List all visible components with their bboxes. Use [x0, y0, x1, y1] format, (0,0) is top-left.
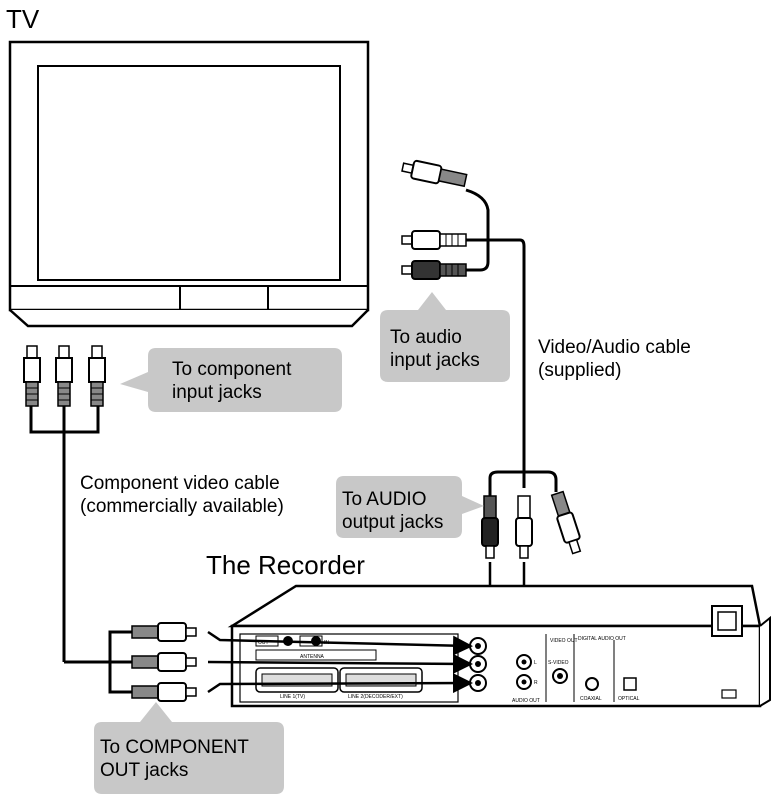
component-cable-label: Component video cable (commercially avai… — [80, 472, 284, 518]
av-plug-white-down — [515, 495, 533, 559]
callout-audio-output-line2: output jacks — [342, 512, 444, 533]
callout-component-input — [120, 348, 342, 412]
coaxial-jack — [585, 677, 599, 691]
callout-component-out-line2: OUT jacks — [100, 760, 189, 781]
panel-line2: LINE 2(DECODER/EXT) — [348, 694, 403, 700]
tv-title: TV — [6, 4, 40, 34]
panel-audio-l: L — [534, 660, 537, 666]
callout-audio-input-line1: To audio — [390, 327, 462, 348]
component-plug-rec-mid — [131, 652, 197, 672]
av-plug-video-top — [401, 159, 468, 188]
panel-antenna: ANTENNA — [300, 654, 325, 660]
tv-screen — [37, 65, 341, 281]
tv-set — [8, 40, 370, 328]
component-plug-right — [88, 345, 106, 407]
panel-s-video: S-VIDEO — [548, 660, 569, 666]
component-cable-label-line1: Component video cable — [80, 473, 280, 494]
component-plug-rec-bottom — [131, 682, 197, 702]
component-cable-recorder-end — [64, 622, 473, 702]
av-cable-label-line2: (supplied) — [538, 360, 622, 381]
panel-optical: OPTICAL — [618, 696, 640, 702]
av-plug-white — [401, 230, 467, 250]
callout-component-out — [94, 702, 284, 794]
panel-coaxial: COAXIAL — [580, 696, 602, 702]
component-plug-rec-top — [131, 622, 197, 642]
callout-audio-output-line1: To AUDIO — [342, 489, 427, 510]
panel-ant-out: OUT — [258, 640, 269, 646]
optical-jack — [623, 677, 637, 691]
av-cable-label-line1: Video/Audio cable — [538, 337, 691, 358]
power-inlet — [711, 605, 743, 637]
av-cable-label: Video/Audio cable (supplied) — [538, 336, 691, 382]
av-plug-black-down — [481, 495, 499, 559]
callout-component-input-line1: To component — [172, 359, 292, 380]
panel-audio-out: AUDIO OUT — [512, 698, 540, 704]
av-cable-white-wire — [466, 238, 526, 488]
component-plug-left — [23, 345, 41, 407]
tv-base — [9, 309, 369, 328]
panel-audio-r: R — [534, 680, 538, 686]
callout-component-input-text: To component input jacks — [172, 358, 291, 404]
av-plug-red — [401, 260, 467, 280]
panel-video-out: VIDEO OUT — [550, 638, 578, 644]
panel-line1: LINE 1(TV) — [280, 694, 305, 700]
callout-audio-output-text: To AUDIO output jacks — [342, 488, 443, 534]
recorder-title: The Recorder — [206, 550, 365, 580]
component-plug-middle — [55, 345, 73, 407]
callout-component-out-text: To COMPONENT OUT jacks — [100, 736, 249, 782]
component-cable-label-line2: (commercially available) — [80, 496, 284, 517]
callout-audio-output — [336, 476, 484, 538]
callout-audio-input-line2: input jacks — [390, 350, 480, 371]
recorder-unit: OUT IN ANTENNA LINE 1(TV) LINE 2(DECODER… — [227, 584, 771, 708]
recorder-top — [227, 584, 762, 628]
av-cable-tv-end — [401, 159, 526, 488]
panel-digital-audio-out: DIGITAL AUDIO OUT — [578, 636, 626, 642]
callout-component-out-line1: To COMPONENT — [100, 737, 249, 758]
callout-audio-input — [380, 292, 510, 382]
av-plug-video-slanted — [550, 490, 582, 555]
component-cable-tv-end — [23, 345, 106, 662]
callout-component-input-line2: input jacks — [172, 382, 262, 403]
callout-audio-input-text: To audio input jacks — [390, 326, 480, 372]
